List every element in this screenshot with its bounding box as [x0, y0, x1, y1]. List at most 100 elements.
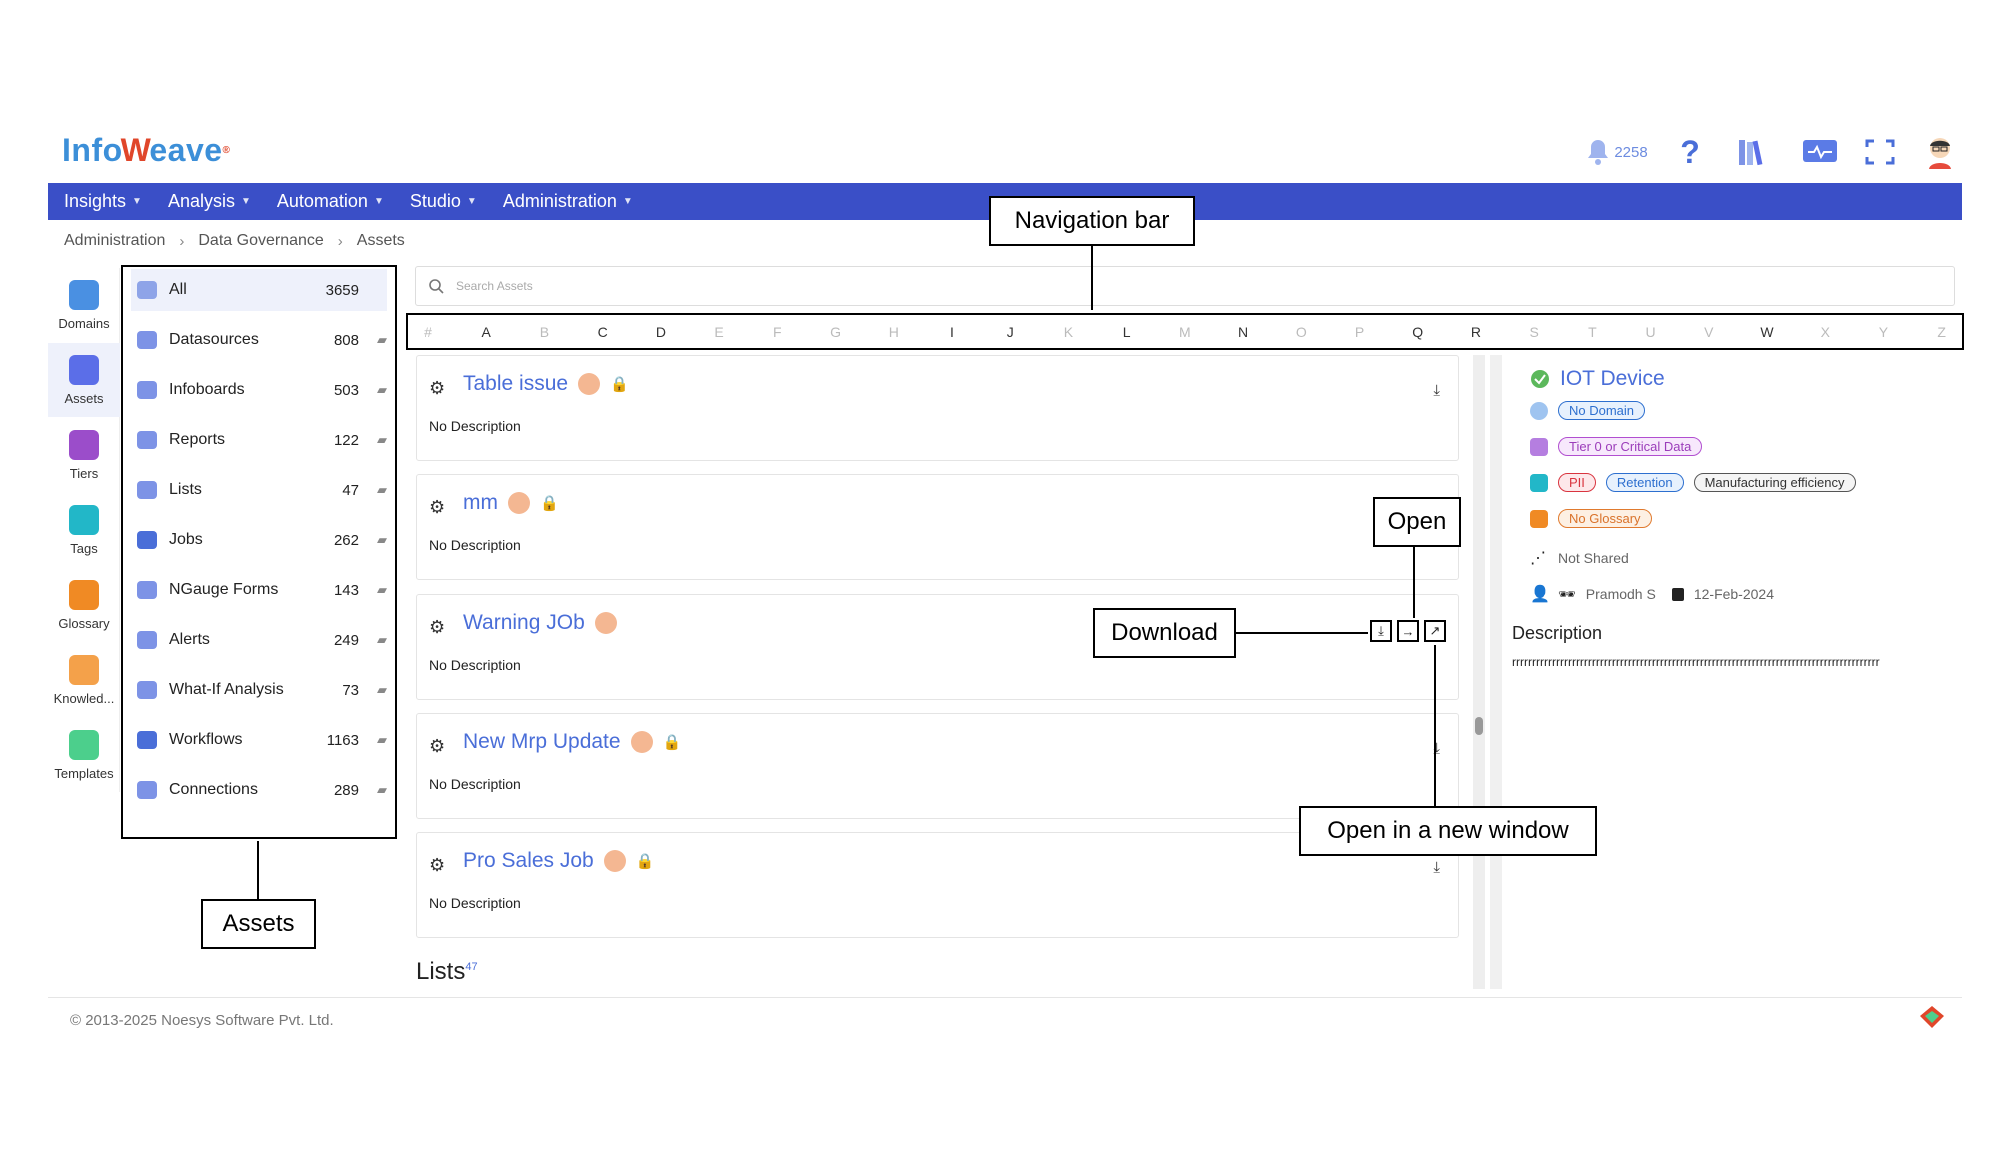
- asset-card-title[interactable]: New Mrp Update: [463, 730, 621, 753]
- download-icon[interactable]: ⤓: [1433, 859, 1440, 876]
- alpha-filter-p[interactable]: P: [1354, 323, 1365, 340]
- breadcrumb-data-governance[interactable]: Data Governance: [198, 232, 324, 249]
- asset-card[interactable]: ⚙Pro Sales Job🔒No Description⤓: [416, 832, 1459, 938]
- rail-item-tags[interactable]: Tags: [48, 493, 120, 567]
- alpha-filter-l[interactable]: L: [1122, 323, 1131, 340]
- notifications-button[interactable]: 2258: [1572, 134, 1662, 170]
- asset-card-title[interactable]: Table issue: [463, 372, 569, 395]
- tag-pill-retention[interactable]: Retention: [1605, 473, 1684, 492]
- glossary-pill[interactable]: No Glossary: [1558, 509, 1652, 528]
- nav-studio[interactable]: Studio▼: [410, 191, 477, 212]
- alpha-filter-n[interactable]: N: [1238, 323, 1249, 340]
- tag-pill-manufacturing[interactable]: Manufacturing efficiency: [1693, 473, 1856, 492]
- asset-card[interactable]: ⚙mm🔒No Description⤓: [416, 474, 1459, 580]
- alpha-filter-c[interactable]: C: [597, 323, 608, 340]
- alpha-filter-x[interactable]: X: [1820, 323, 1830, 340]
- alpha-filter-v[interactable]: V: [1704, 323, 1714, 340]
- monitor-button[interactable]: [1800, 134, 1840, 170]
- nav-insights[interactable]: Insights▼: [64, 191, 142, 212]
- alpha-filter-a[interactable]: A: [481, 323, 491, 340]
- breadcrumb-administration[interactable]: Administration: [64, 232, 166, 249]
- alpha-filter-r[interactable]: R: [1470, 323, 1481, 340]
- tag-icon: [1530, 473, 1548, 492]
- asset-type-count: 47: [342, 481, 359, 499]
- rail-item-assets[interactable]: Assets: [48, 343, 120, 417]
- alpha-filter-z[interactable]: Z: [1937, 323, 1946, 340]
- asset-card-title[interactable]: Pro Sales Job: [463, 849, 594, 872]
- folder-icon[interactable]: ▰: [377, 432, 387, 447]
- download-button[interactable]: ⤓: [1370, 620, 1392, 642]
- folder-icon[interactable]: ▰: [377, 382, 387, 397]
- nav-automation[interactable]: Automation▼: [277, 191, 384, 212]
- alpha-filter-s[interactable]: S: [1529, 323, 1539, 340]
- asset-type-count: 249: [333, 631, 359, 649]
- download-icon[interactable]: ⤓: [1433, 740, 1440, 757]
- folder-icon[interactable]: ▰: [377, 582, 387, 597]
- nav-administration[interactable]: Administration▼: [503, 191, 633, 212]
- rail-item-templates[interactable]: Templates: [48, 718, 120, 792]
- detail-domain-row: No Domain: [1530, 401, 1646, 420]
- folder-icon[interactable]: ▰: [377, 482, 387, 497]
- alpha-filter-y[interactable]: Y: [1878, 323, 1889, 340]
- open-button[interactable]: →: [1397, 620, 1419, 642]
- alpha-filter-u[interactable]: U: [1645, 323, 1656, 340]
- alpha-filter-j[interactable]: J: [1006, 323, 1014, 340]
- books-icon: [69, 354, 99, 385]
- rail-item-domains[interactable]: Domains: [48, 268, 120, 342]
- scrollbar[interactable]: [1473, 355, 1485, 989]
- scrollbar-thumb[interactable]: [1475, 717, 1483, 735]
- folder-icon[interactable]: ▰: [377, 532, 387, 547]
- alpha-filter-d[interactable]: D: [655, 323, 666, 340]
- rail-item-knowled[interactable]: Knowled...: [48, 643, 120, 717]
- alpha-filter-k[interactable]: K: [1063, 323, 1074, 340]
- asset-card[interactable]: ⚙New Mrp Update🔒No Description⤓: [416, 713, 1459, 819]
- folder-icon[interactable]: ▰: [377, 782, 387, 797]
- alpha-filter-q[interactable]: Q: [1412, 323, 1424, 340]
- folder-icon[interactable]: ▰: [377, 332, 387, 347]
- search-assets-input[interactable]: Search Assets: [415, 266, 1955, 306]
- library-button[interactable]: [1735, 134, 1771, 170]
- domain-pill[interactable]: No Domain: [1558, 401, 1646, 420]
- help-button[interactable]: ?: [1675, 134, 1705, 170]
- tier-pill[interactable]: Tier 0 or Critical Data: [1558, 437, 1703, 456]
- folder-icon[interactable]: ▰: [377, 732, 387, 747]
- alpha-filter-o[interactable]: O: [1295, 323, 1307, 340]
- open-new-window-button[interactable]: ↗: [1424, 620, 1446, 642]
- nav-analysis[interactable]: Analysis▼: [168, 191, 251, 212]
- folder-icon[interactable]: ▰: [377, 632, 387, 647]
- alpha-filter-g[interactable]: G: [830, 323, 841, 340]
- rail-item-tiers[interactable]: Tiers: [48, 418, 120, 492]
- alpha-filter-i[interactable]: I: [950, 323, 954, 340]
- alpha-filter-t[interactable]: T: [1588, 323, 1597, 340]
- rail-item-glossary[interactable]: Glossary: [48, 568, 120, 642]
- asset-card[interactable]: ⚙Table issue🔒No Description⤓: [416, 355, 1459, 461]
- alpha-filter-e[interactable]: E: [714, 323, 724, 340]
- alpha-filter-f[interactable]: F: [773, 323, 782, 340]
- user-avatar[interactable]: [1922, 134, 1958, 170]
- folder-icon[interactable]: ▰: [377, 682, 387, 697]
- asset-card-title[interactable]: mm: [463, 491, 498, 514]
- alpha-filter-h[interactable]: H: [888, 323, 899, 340]
- alpha-filter-hash[interactable]: #: [424, 323, 432, 340]
- alpha-filter-w[interactable]: W: [1760, 323, 1774, 340]
- alpha-filter-b[interactable]: B: [539, 323, 550, 340]
- asset-card-title[interactable]: Warning JOb: [463, 611, 585, 634]
- tag-pill-pii[interactable]: PII: [1558, 473, 1596, 492]
- alpha-filter-m[interactable]: M: [1179, 323, 1191, 340]
- fullscreen-button[interactable]: [1862, 134, 1898, 170]
- detail-title[interactable]: IOT Device: [1560, 367, 1665, 390]
- download-icon[interactable]: ⤓: [1433, 382, 1440, 399]
